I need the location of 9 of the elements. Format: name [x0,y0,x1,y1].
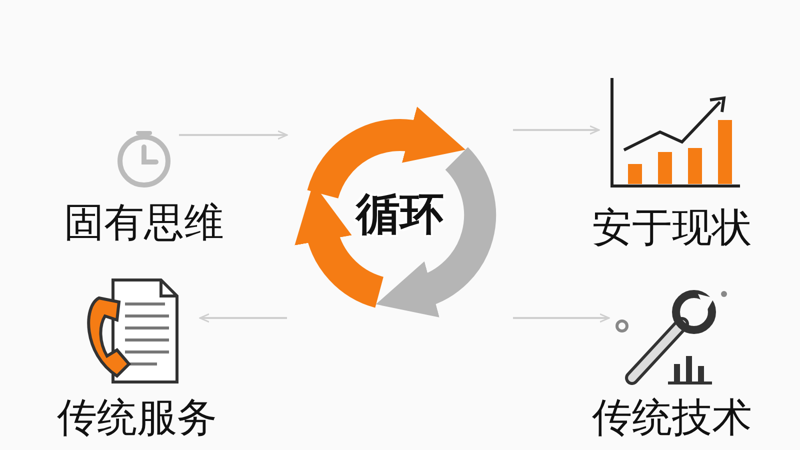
arrow [513,125,600,135]
arrow [199,313,287,323]
node-label: 传统技术 [592,396,752,440]
arrow [513,313,610,323]
node-label: 安于现状 [592,206,752,250]
node-label: 传统服务 [57,396,217,440]
center-title: 循环 [356,190,444,240]
arrow [179,130,288,140]
node-label: 固有思维 [64,201,224,245]
